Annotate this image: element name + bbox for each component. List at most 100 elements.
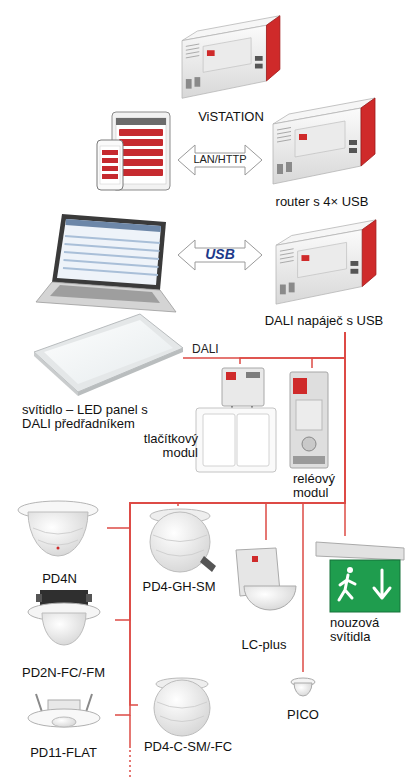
- device-label: PD2N-FC/-FM: [12, 666, 115, 680]
- device-label: nouzová svítidla: [330, 616, 402, 644]
- phone-screen: [100, 146, 120, 184]
- device-label: ViSTATION: [170, 110, 292, 124]
- device-label: svítidlo – LED panel s DALI předřadníkem: [22, 403, 150, 431]
- dali-bus-wire: [178, 332, 345, 506]
- switch-rocker: [237, 414, 269, 466]
- exit-sign-figure: [339, 575, 355, 600]
- dali-wire: [129, 715, 131, 748]
- device-label: PD4N: [12, 572, 107, 586]
- relay-logo: [293, 378, 307, 394]
- laptop-base: [36, 282, 176, 312]
- led-panel-edge: [78, 348, 183, 396]
- phone-body: [97, 140, 123, 190]
- switch-rocker: [203, 414, 235, 466]
- device-node: DALI napáječ s USB: [260, 212, 388, 332]
- device-label: PD4-GH-SM: [136, 580, 222, 594]
- usb-logo-text: USB: [178, 246, 262, 262]
- device-label: PD4-C-SM/-FC: [138, 740, 238, 754]
- device-node: router s 4× USB: [256, 88, 388, 214]
- dali-power-supply-device: [276, 220, 376, 304]
- exit-sign-panel: [330, 560, 400, 612]
- mini-sensor-dome: [294, 683, 312, 696]
- sensor-clip: [36, 594, 42, 602]
- device-node: reléový modul: [285, 368, 341, 500]
- sensor-lens-lines: [157, 702, 207, 722]
- dali-bus-wire: [240, 332, 345, 364]
- device-node: svítidlo – LED panel s DALI předřadníkem: [18, 312, 183, 437]
- sensor-dome: [150, 512, 210, 572]
- relay-module-body: [290, 372, 328, 468]
- device-label: DALI napáječ s USB: [260, 314, 388, 328]
- interface-terminal: [246, 372, 260, 378]
- phone-button: [102, 174, 118, 179]
- device-label: router s 4× USB: [256, 195, 388, 209]
- laptop-table-rows: [63, 236, 160, 275]
- router-device: [273, 98, 375, 184]
- relay-knob: [302, 437, 316, 451]
- tablet-button: [119, 169, 163, 176]
- tablet-button: [119, 159, 163, 166]
- device-node: tlačítkový modul: [138, 364, 278, 470]
- laptop-screen: [57, 219, 161, 285]
- device-label: PD11-FLAT: [12, 746, 115, 760]
- dali-bus-wire: [115, 332, 345, 715]
- sensor-lens-lines: [33, 528, 83, 545]
- flat-sensor-lens: [52, 717, 76, 727]
- dali-wire-continuation: [129, 750, 131, 780]
- sensor-dome: [154, 680, 210, 736]
- device-label: LC-plus: [230, 638, 298, 652]
- interface-sticker: [226, 372, 236, 380]
- light-sensor-dome: [244, 586, 296, 610]
- lan-double-arrow: [178, 145, 262, 175]
- device-node: PICO: [282, 672, 324, 724]
- tablet-header: [116, 118, 166, 125]
- sensor-led: [57, 547, 60, 550]
- light-sensor-logo: [252, 556, 258, 562]
- laptop-screen-header: [66, 219, 162, 232]
- vistation-device: [182, 16, 280, 99]
- led-panel-diffuser: [44, 320, 173, 384]
- usb-double-arrow: [178, 240, 262, 270]
- dali-bus-wire: [130, 332, 345, 705]
- tablet-button: [119, 149, 163, 156]
- exit-sign-figure-head: [347, 567, 353, 573]
- switch-plate: [196, 408, 276, 472]
- dali-bus-wire: [115, 332, 345, 620]
- device-node: PD11-FLAT: [12, 690, 115, 766]
- device-node: PD4-C-SM/-FC: [138, 676, 238, 762]
- device-node: PD2N-FC/-FM: [12, 588, 115, 684]
- device-node: ViSTATION: [170, 5, 292, 129]
- emergency-light-housing: [316, 542, 404, 560]
- device-label: PICO: [282, 708, 324, 722]
- exit-sign-arrow: [374, 570, 390, 598]
- device-node: PD4-GH-SM: [136, 506, 222, 598]
- led-panel-edge: [34, 352, 78, 396]
- dali-bus-wire: [183, 332, 345, 358]
- tablet-button: [119, 139, 163, 146]
- relay-front: [296, 400, 322, 430]
- phone-button: [102, 158, 118, 163]
- device-node: PD4N: [12, 490, 107, 590]
- sensor-lens-lines: [153, 535, 207, 556]
- sensor-clip: [86, 594, 92, 602]
- phone-button: [102, 166, 118, 171]
- sensor-dome: [28, 512, 88, 556]
- device-node: LC-plus: [230, 540, 298, 655]
- sensor-dome: [42, 613, 86, 645]
- dali-bus-wire: [312, 332, 345, 368]
- push-button-interface: [222, 368, 264, 406]
- bus-label: DALI: [192, 342, 219, 356]
- relay-terminals: [293, 456, 325, 464]
- laptop-lid: [52, 214, 166, 290]
- device-label: reléový modul: [293, 472, 341, 500]
- flat-sensor-face: [28, 709, 100, 727]
- tablet-button: [119, 129, 163, 136]
- connection-label: LAN/HTTP: [178, 153, 262, 166]
- dali-bus-wire: [266, 332, 345, 540]
- phone-button: [102, 150, 118, 155]
- device-node: nouzová svítidla: [312, 536, 405, 648]
- laptop-keyboard: [50, 285, 160, 303]
- device-label: tlačítkový modul: [138, 432, 198, 460]
- sensor-mount-arm: [200, 556, 216, 572]
